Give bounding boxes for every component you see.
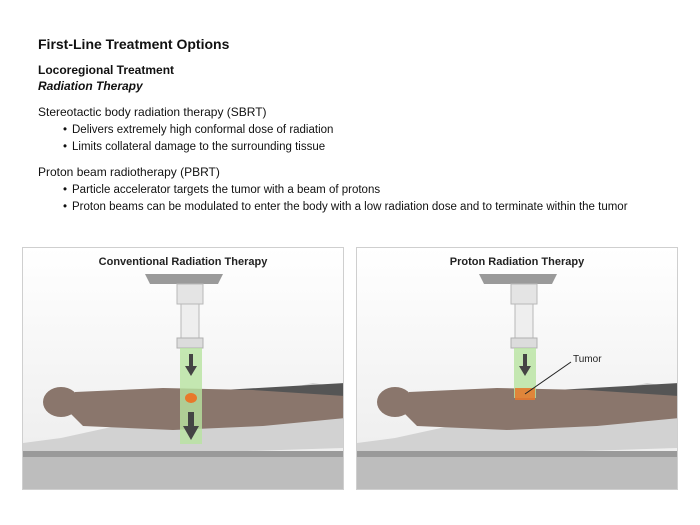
bullet-item: Delivers extremely high conformal dose o… [63, 122, 688, 139]
patient-body [43, 387, 343, 430]
proton-therapy-figure: Proton Radiation Therapy Tumor [356, 247, 678, 490]
gantry-plate [479, 274, 557, 284]
page-title: First-Line Treatment Options [38, 36, 230, 52]
sbrt-title: Stereotactic body radiation therapy (SBR… [38, 105, 267, 119]
bullet-item: Limits collateral damage to the surround… [63, 139, 688, 156]
floor-base [357, 451, 677, 489]
proton-illustration [357, 248, 677, 489]
floor-base [23, 451, 343, 489]
bullet-item: Proton beams can be modulated to enter t… [63, 199, 688, 216]
bullet-item: Particle accelerator targets the tumor w… [63, 182, 688, 199]
gantry-arm [176, 283, 204, 305]
pbrt-title: Proton beam radiotherapy (PBRT) [38, 165, 220, 179]
gantry-plate [145, 274, 223, 284]
gantry-arm [510, 283, 538, 305]
arrow-down-icon [519, 354, 531, 376]
sbrt-bullets: Delivers extremely high conformal dose o… [38, 122, 688, 156]
content: First-Line Treatment Options Locoregiona… [38, 36, 688, 224]
tumor-pointer [524, 361, 572, 395]
pbrt-bullets: Particle accelerator targets the tumor w… [38, 182, 688, 216]
conventional-therapy-figure: Conventional Radiation Therapy [22, 247, 344, 490]
subsection-heading: Radiation Therapy [38, 79, 143, 93]
gantry-nozzle [180, 303, 200, 339]
section-heading: Locoregional Treatment [38, 63, 175, 77]
gantry-nozzle [514, 303, 534, 339]
conventional-illustration [23, 248, 343, 489]
tumor-label: Tumor [573, 354, 602, 365]
tumor-mark [185, 393, 197, 403]
arrow-down-icon [183, 412, 199, 440]
conventional-figure-title: Conventional Radiation Therapy [98, 256, 268, 268]
proton-figure-title: Proton Radiation Therapy [449, 256, 585, 268]
arrow-down-icon [185, 354, 197, 376]
patient-body [377, 387, 677, 430]
